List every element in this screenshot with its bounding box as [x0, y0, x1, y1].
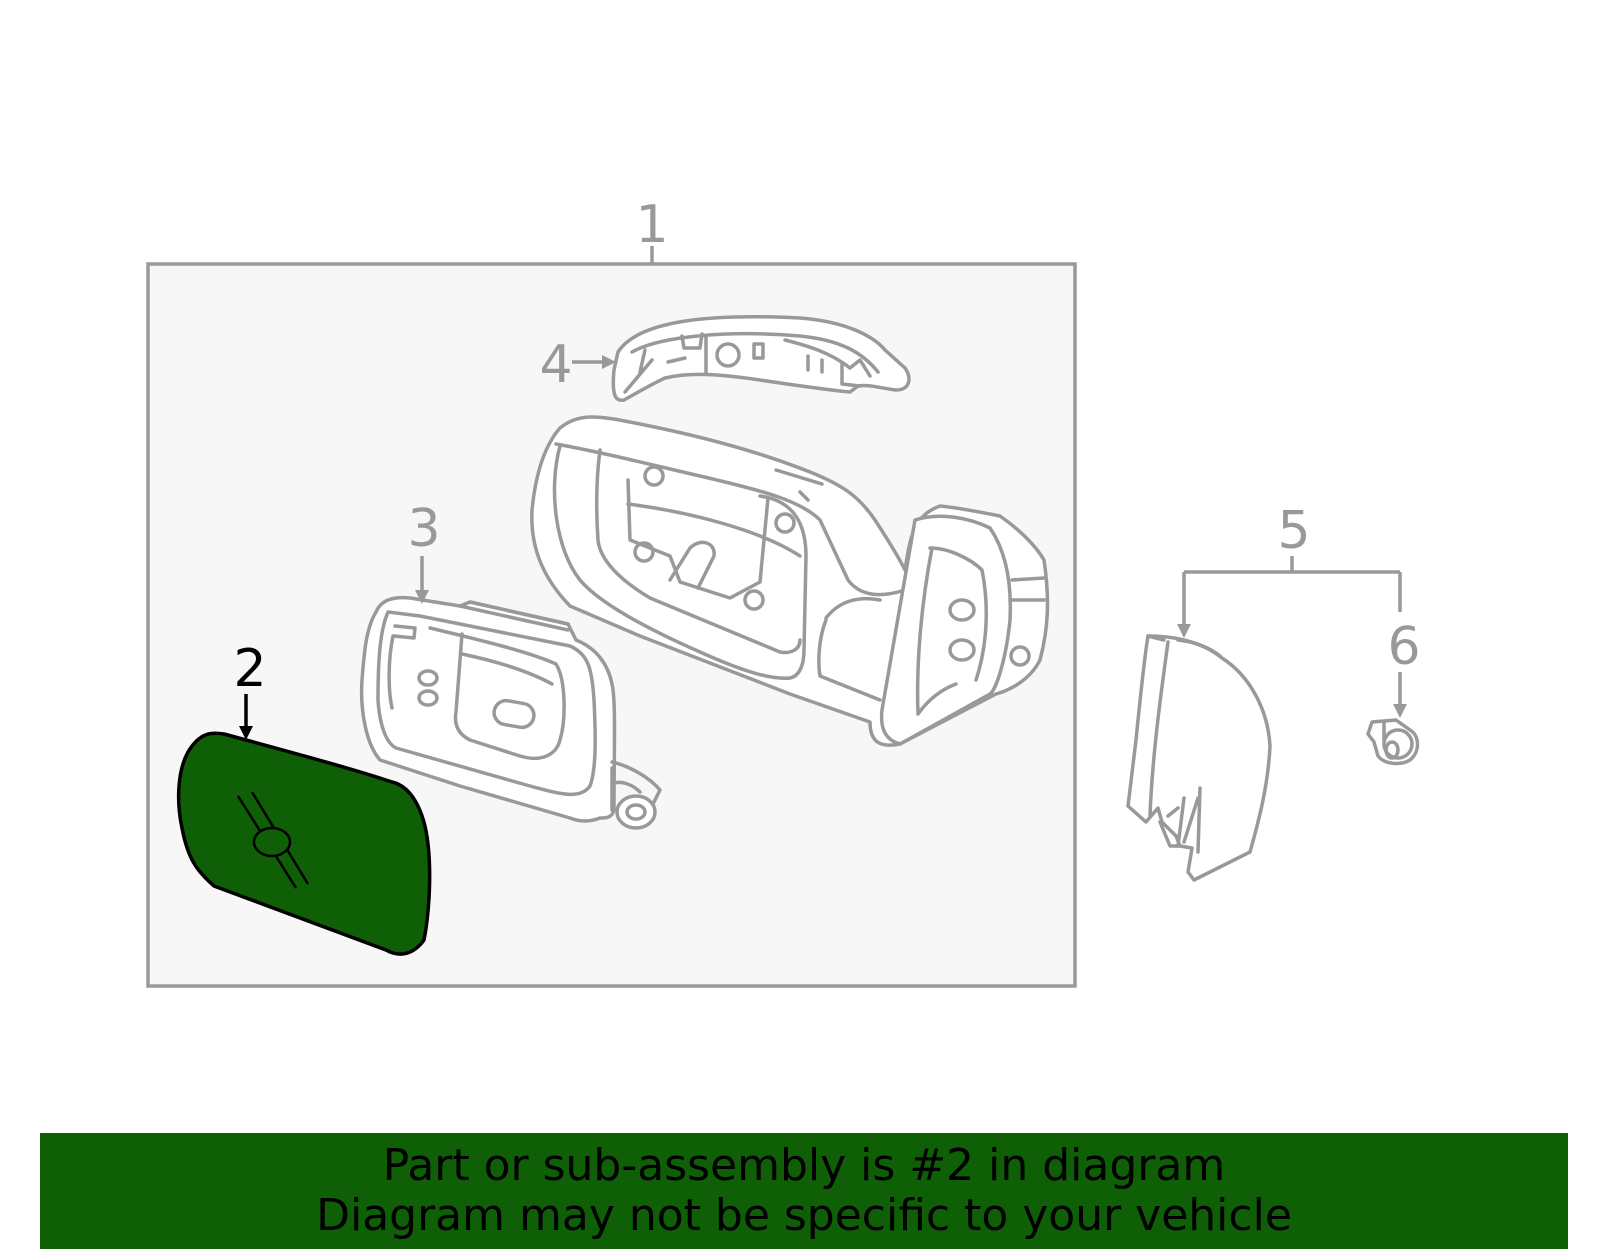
callout-2-number: 2 [233, 639, 266, 699]
callout-2-arrowhead [239, 726, 253, 740]
banner-line-2: Diagram may not be specific to your vehi… [316, 1190, 1292, 1241]
banner-line-1: Part or sub-assembly is #2 in diagram [382, 1140, 1226, 1191]
callout-3-arrowhead [415, 590, 429, 604]
callout-5-number: 5 [1277, 501, 1310, 561]
part-4-cover-cap[interactable] [611, 314, 911, 402]
mirror-glass-shape [176, 731, 432, 956]
part-5-lower-cover[interactable] [1126, 634, 1272, 882]
callout-5-arrowhead [1177, 624, 1191, 638]
glass-mount-center [252, 826, 292, 858]
callout-5-bracket [1182, 556, 1402, 626]
callout-1-number: 1 [635, 195, 668, 255]
info-banner: Part or sub-assembly is #2 in diagram Di… [40, 1133, 1568, 1249]
callout-3-number: 3 [407, 499, 440, 559]
callout-6-number: 6 [1387, 617, 1420, 677]
callout-4-number: 4 [539, 335, 572, 395]
part-3-mirror-actuator[interactable] [359, 595, 662, 830]
part-2-mirror-glass[interactable] [176, 731, 432, 956]
callout-4-arrowhead [602, 355, 616, 369]
part-1-mirror-housing[interactable] [530, 415, 1050, 747]
part-6-clip[interactable] [1366, 718, 1420, 766]
callout-6-arrowhead [1393, 704, 1407, 718]
